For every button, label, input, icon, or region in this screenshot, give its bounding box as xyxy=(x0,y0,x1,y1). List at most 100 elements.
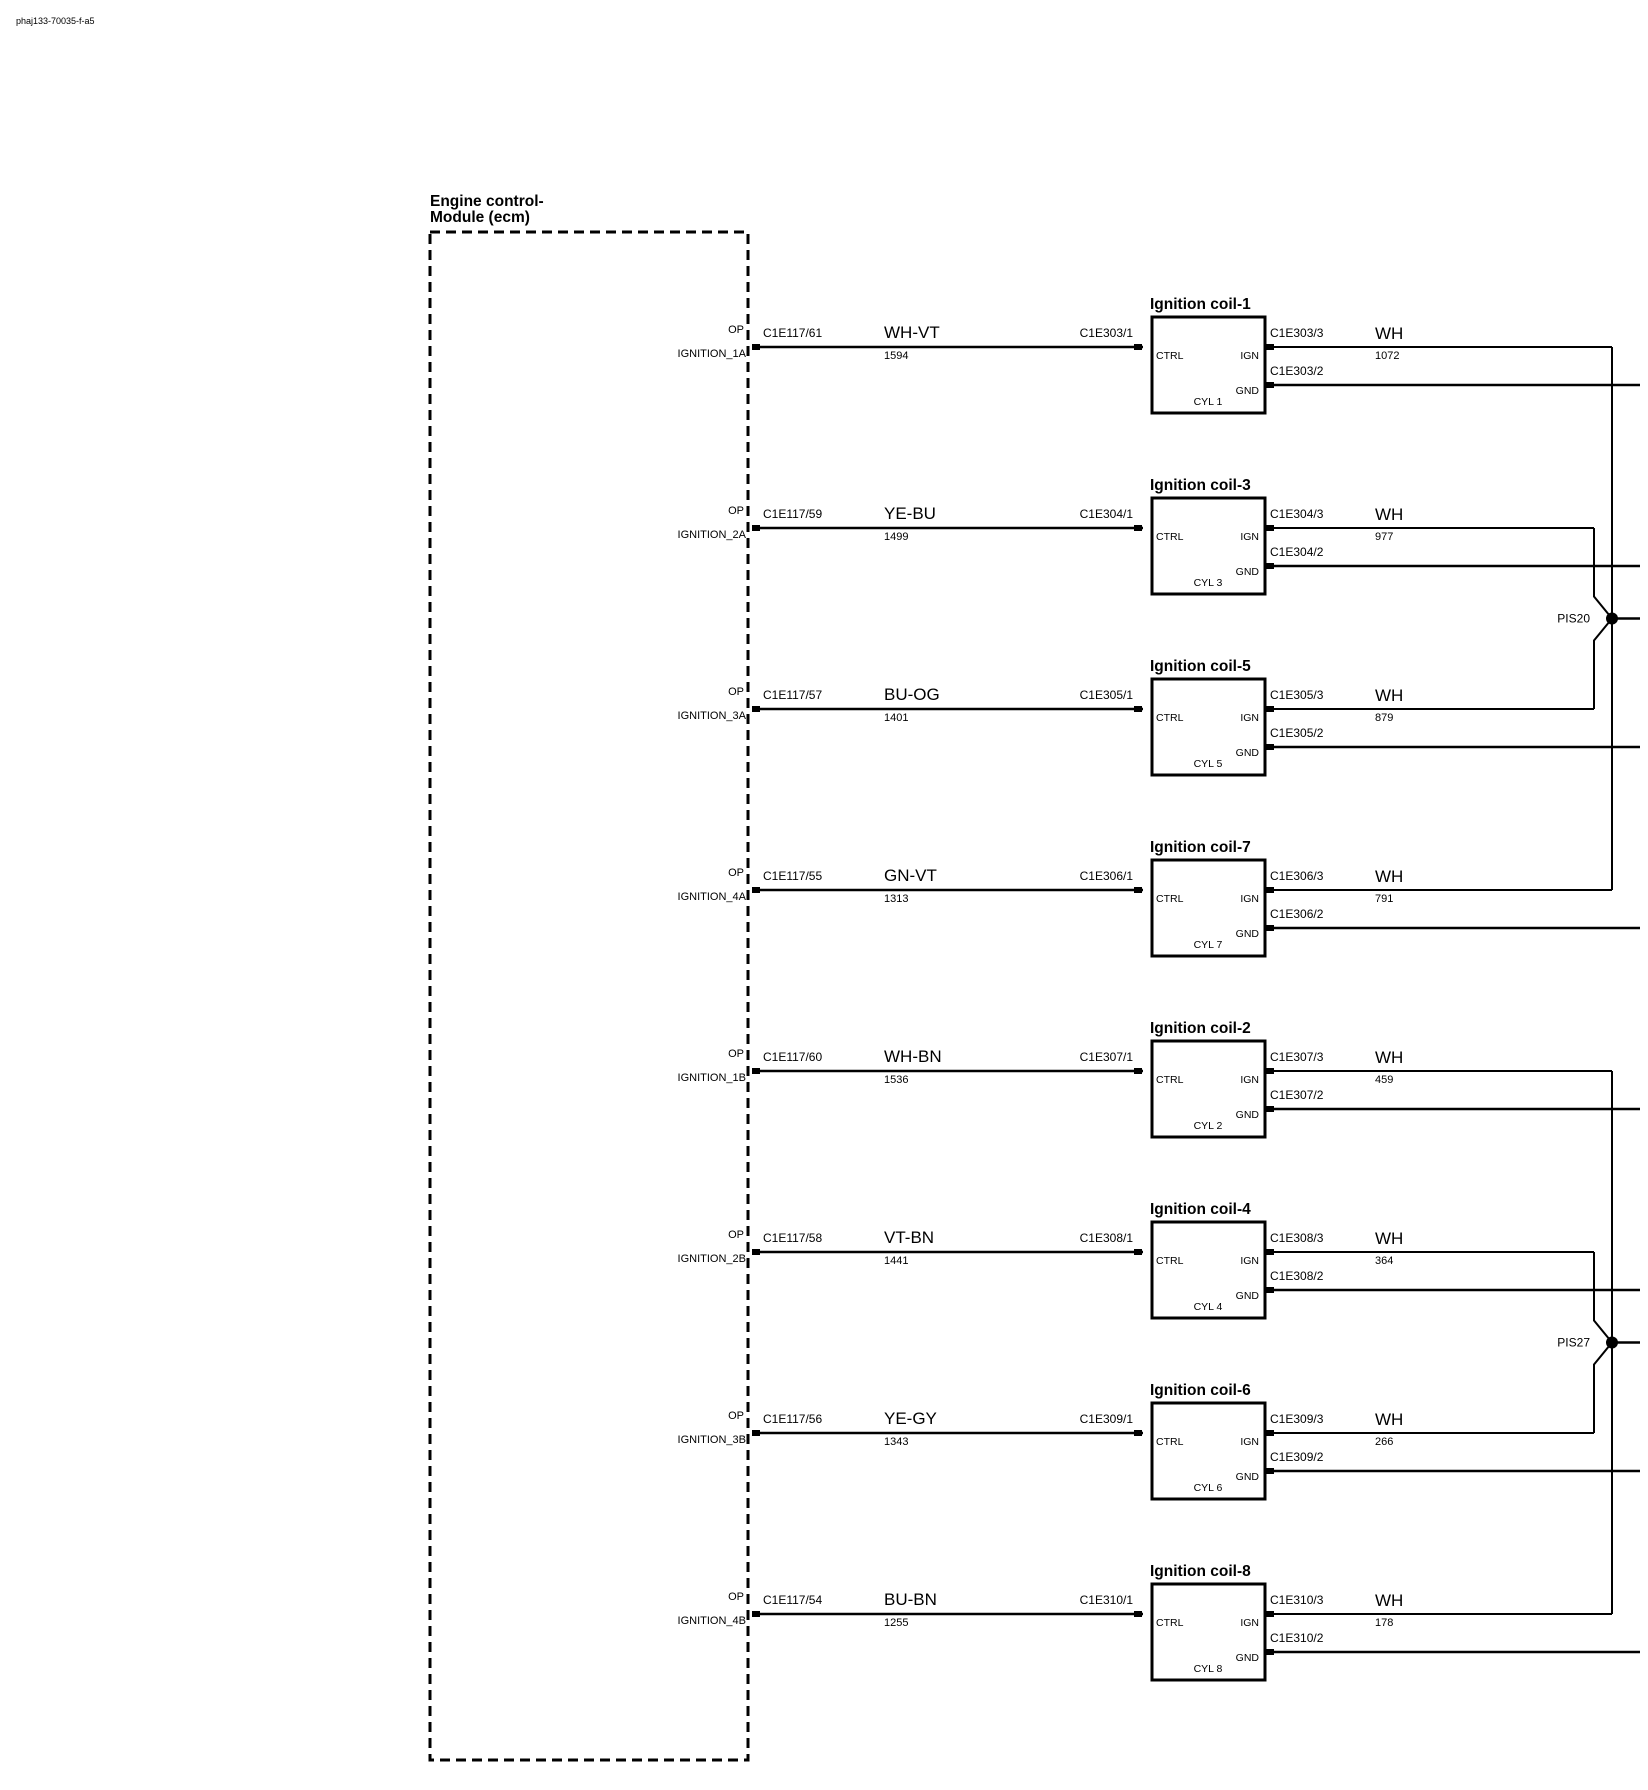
coil-title: Ignition coil-8 xyxy=(1150,1563,1251,1580)
ign-connector-id: C1E304/3 xyxy=(1270,507,1324,521)
document-id: phaj133-70035-f-a5 xyxy=(16,16,95,26)
coil-input-connector-id: C1E309/1 xyxy=(1080,1412,1134,1426)
ecm-connector-id: C1E117/55 xyxy=(763,869,822,883)
gnd-connector-id: C1E308/2 xyxy=(1270,1269,1324,1283)
cylinder-label: CYL 4 xyxy=(1194,1301,1223,1313)
ecm-pin-name: IGNITION_3A xyxy=(678,710,747,722)
ecm-connector-id: C1E117/57 xyxy=(763,688,822,702)
splice-label: PIS20 xyxy=(1557,612,1590,626)
gnd-connector-id: C1E303/2 xyxy=(1270,364,1324,378)
splice-group: PIS20 xyxy=(1272,346,1640,891)
ecm-pin-name: IGNITION_2B xyxy=(678,1253,746,1265)
ign-connector-id: C1E308/3 xyxy=(1270,1231,1324,1245)
coil-input-connector-id: C1E310/1 xyxy=(1080,1593,1134,1607)
cylinder-label: CYL 3 xyxy=(1194,577,1223,589)
coil-ctrl-terminal xyxy=(1134,706,1142,712)
ign-connector-id: C1E310/3 xyxy=(1270,1593,1324,1607)
gnd-pin-label: GND xyxy=(1236,1290,1260,1302)
ignition-coil-box xyxy=(1150,1582,1267,1682)
ecm-connector-id: C1E117/61 xyxy=(763,326,822,340)
ecm-output-label: OP xyxy=(728,1410,744,1422)
coil-input-connector-id: C1E307/1 xyxy=(1080,1050,1134,1064)
circuit-number: 1499 xyxy=(884,531,908,543)
splice-label: PIS27 xyxy=(1557,1336,1590,1350)
coil-ign-terminal xyxy=(1266,525,1274,531)
circuit-number: 1343 xyxy=(884,1436,908,1448)
coil-input-connector-id: C1E308/1 xyxy=(1080,1231,1134,1245)
cylinder-label: CYL 7 xyxy=(1194,939,1223,951)
coil-title: Ignition coil-7 xyxy=(1150,839,1251,856)
coil-ctrl-terminal xyxy=(1134,344,1142,350)
ecm-output-label: OP xyxy=(728,1591,744,1603)
circuit-number: 1536 xyxy=(884,1074,908,1086)
ign-connector-id: C1E306/3 xyxy=(1270,869,1324,883)
ign-connector-id: C1E305/3 xyxy=(1270,688,1324,702)
ecm-output-label: OP xyxy=(728,867,744,879)
output-wire-color: WH xyxy=(1375,505,1403,524)
coil-ctrl-terminal xyxy=(1134,1430,1142,1436)
ignition-coil-box xyxy=(1150,677,1267,777)
gnd-pin-label: GND xyxy=(1236,385,1260,397)
splice-group: PIS27 xyxy=(1272,1070,1640,1615)
output-circuit-number: 178 xyxy=(1375,1617,1393,1629)
output-wire-color: WH xyxy=(1375,1591,1403,1610)
coil-title: Ignition coil-5 xyxy=(1150,658,1251,675)
gnd-pin-label: GND xyxy=(1236,1109,1260,1121)
ignition-coil-box xyxy=(1150,1401,1267,1501)
coil-ign-terminal xyxy=(1266,887,1274,893)
ign-connector-id: C1E307/3 xyxy=(1270,1050,1324,1064)
ecm-output-label: OP xyxy=(728,505,744,517)
ignition-coil-box xyxy=(1150,858,1267,958)
output-circuit-number: 266 xyxy=(1375,1436,1393,1448)
gnd-pin-label: GND xyxy=(1236,1471,1260,1483)
ecm-output-label: OP xyxy=(728,324,744,336)
output-circuit-number: 459 xyxy=(1375,1074,1393,1086)
coil-ign-terminal xyxy=(1266,1249,1274,1255)
ecm-pin-name: IGNITION_1A xyxy=(678,348,747,360)
ecm-title-line-2: Module (ecm) xyxy=(430,209,530,226)
circuit-number: 1594 xyxy=(884,350,908,362)
coil-input-connector-id: C1E306/1 xyxy=(1080,869,1134,883)
coil-ign-terminal xyxy=(1266,1068,1274,1074)
gnd-pin-label: GND xyxy=(1236,747,1260,759)
gnd-pin-label: GND xyxy=(1236,1652,1260,1664)
ctrl-pin-label: CTRL xyxy=(1156,1436,1184,1448)
coil-title: Ignition coil-3 xyxy=(1150,477,1251,494)
ctrl-pin-label: CTRL xyxy=(1156,893,1184,905)
ecm-pin-name: IGNITION_4A xyxy=(678,891,747,903)
wire-color-label: YE-BU xyxy=(884,504,936,523)
ecm-pin-name: IGNITION_3B xyxy=(678,1434,746,1446)
circuit-number: 1313 xyxy=(884,893,908,905)
wire-color-label: VT-BN xyxy=(884,1228,934,1247)
ecm-connector-id: C1E117/60 xyxy=(763,1050,822,1064)
ecm-connector-id: C1E117/58 xyxy=(763,1231,822,1245)
output-wire-color: WH xyxy=(1375,867,1403,886)
ignition-coil-box xyxy=(1150,1220,1267,1320)
output-wire-color: WH xyxy=(1375,1229,1403,1248)
ecm-output-label: OP xyxy=(728,1229,744,1241)
cylinder-label: CYL 5 xyxy=(1194,758,1223,770)
coil-title: Ignition coil-6 xyxy=(1150,1382,1251,1399)
coil-ign-terminal xyxy=(1266,1430,1274,1436)
ecm-connector-id: C1E117/54 xyxy=(763,1593,822,1607)
wire-color-label: BU-OG xyxy=(884,685,940,704)
gnd-connector-id: C1E305/2 xyxy=(1270,726,1324,740)
output-wire-color: WH xyxy=(1375,1410,1403,1429)
ign-pin-label: IGN xyxy=(1240,1255,1259,1267)
ctrl-pin-label: CTRL xyxy=(1156,1255,1184,1267)
ecm-title-line-1: Engine control- xyxy=(430,193,544,210)
ignition-coil-box xyxy=(1150,1039,1267,1139)
cylinder-label: CYL 6 xyxy=(1194,1482,1223,1494)
gnd-connector-id: C1E307/2 xyxy=(1270,1088,1324,1102)
coil-ign-terminal xyxy=(1266,1611,1274,1617)
output-wire-color: WH xyxy=(1375,686,1403,705)
ignition-coil-box xyxy=(1150,496,1267,596)
coil-input-connector-id: C1E305/1 xyxy=(1080,688,1134,702)
wire-color-label: WH-BN xyxy=(884,1047,942,1066)
